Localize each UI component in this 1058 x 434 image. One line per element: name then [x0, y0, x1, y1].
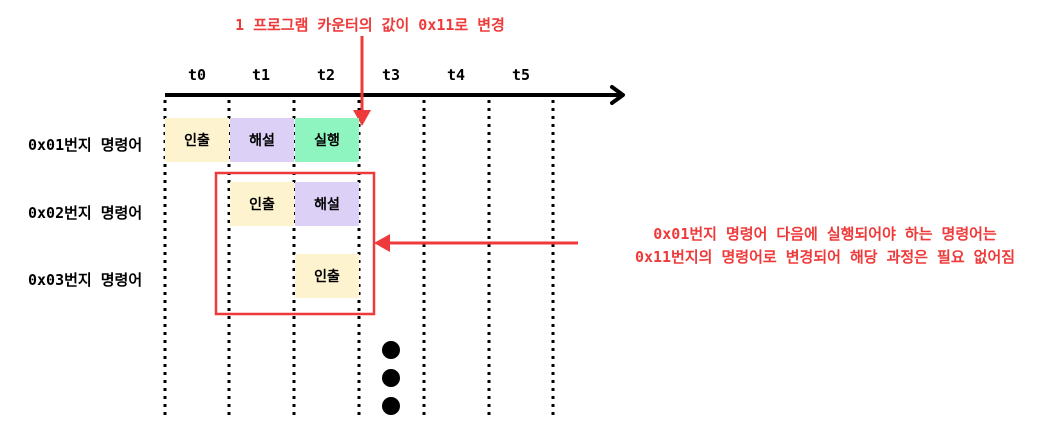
row-label-0x03: 0x03번지 명령어: [28, 271, 143, 289]
time-axis: [165, 85, 625, 105]
obsolete-stages-box: [214, 171, 376, 316]
tick-t3: t3: [381, 66, 401, 84]
stage-execute: 실행: [295, 118, 359, 162]
tick-t1: t1: [251, 66, 271, 84]
side-red-arrow: [374, 234, 578, 252]
tick-t4: t4: [446, 66, 466, 84]
top-red-arrow: [353, 36, 371, 126]
tick-t2: t2: [316, 66, 336, 84]
stage-decode: 해설: [230, 118, 294, 162]
side-note-line2: 0x11번지의 명령어로 변경되어 해당 과정은 필요 없어짐: [634, 248, 1016, 266]
top-annotation: 1 프로그램 카운터의 값이 0x11로 변경: [235, 16, 505, 34]
stage-fetch: 인출: [295, 254, 359, 298]
side-note-line1: 0x01번지 명령어 다음에 실행되어야 하는 명령어는: [653, 225, 997, 243]
vertical-ellipsis-dots-icon: [382, 341, 400, 415]
row-label-0x01: 0x01번지 명령어: [28, 136, 143, 154]
stage-fetch: 인출: [165, 118, 229, 162]
stage-fetch: 인출: [230, 182, 294, 226]
tick-t5: t5: [511, 66, 531, 84]
tick-t0: t0: [187, 66, 207, 84]
stage-decode: 해설: [295, 182, 359, 226]
row-label-0x02: 0x02번지 명령어: [28, 204, 143, 222]
